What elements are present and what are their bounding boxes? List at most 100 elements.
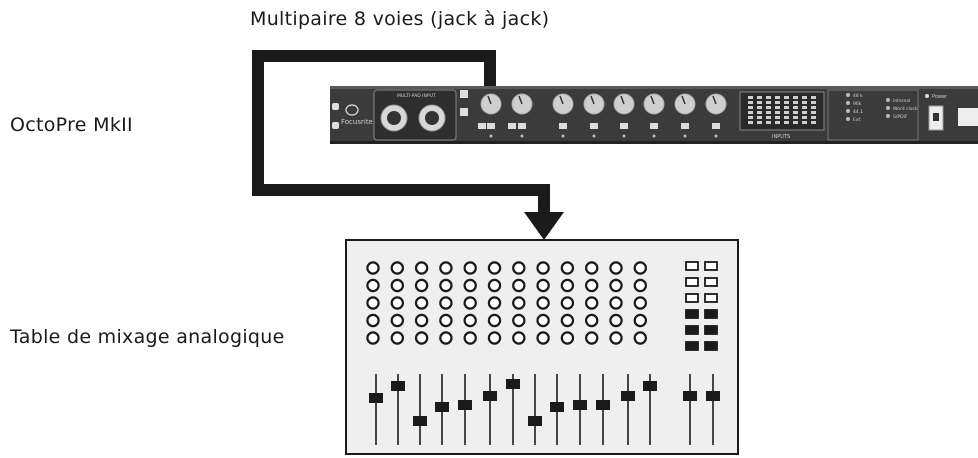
meter-segment: [775, 111, 780, 114]
fader-cap-icon: [506, 379, 520, 389]
mixer-knob-icon: [463, 313, 477, 328]
rack-top-edge: [330, 86, 978, 89]
device-label: OctoPre MkII: [10, 114, 133, 136]
mixer-meter-block: [685, 309, 699, 319]
sync-led: [846, 101, 850, 105]
mixer-knob-icon: [512, 331, 526, 345]
mixer-knob-icon: [414, 313, 429, 328]
mixer-knob-icon: [487, 313, 502, 328]
knob-pointer: [712, 95, 717, 105]
meter-segment: [766, 116, 771, 119]
meter-segment: [748, 96, 753, 99]
mixer-meter-block: [685, 277, 699, 287]
meter-segment: [811, 96, 816, 99]
meter-segment: [757, 101, 762, 104]
mixer-knob-icon: [585, 261, 599, 275]
meter-segment: [793, 116, 798, 119]
mixer-knob-icon: [585, 278, 599, 293]
mixer-knob-icon: [536, 331, 550, 345]
mixer-knob-icon: [390, 261, 404, 275]
switch-button: [460, 108, 468, 116]
mixer-knob-icon: [633, 261, 648, 275]
meter-segment: [793, 106, 798, 109]
mixer-meter-block: [685, 341, 699, 351]
meter-segment: [766, 121, 771, 124]
rack-ear-hole: [332, 103, 339, 110]
mixer-knob-icon: [512, 261, 526, 275]
meter-segment: [802, 111, 807, 114]
knob-pointer: [487, 95, 492, 105]
channel-button: [487, 123, 495, 129]
meter-segment: [775, 116, 780, 119]
mixer-knob-icon: [633, 331, 648, 345]
sync-led: [846, 109, 850, 113]
fader-cap-icon: [528, 416, 542, 426]
mixer-knob-icon: [414, 278, 429, 293]
fader-cap-icon: [596, 400, 610, 410]
mixer-knob-icon: [536, 278, 550, 293]
clock-option-label: S/PDIF: [893, 114, 908, 120]
rack-bottom-edge: [330, 141, 978, 144]
meter-segment: [784, 121, 789, 124]
meter-segment: [766, 101, 771, 104]
meter-segment: [802, 106, 807, 109]
meter-segment: [757, 96, 762, 99]
mixer-knob-icon: [366, 296, 380, 310]
meter-segment: [766, 106, 771, 109]
meter-segment: [775, 106, 780, 109]
clock-led: [886, 106, 890, 110]
meter-segment: [748, 121, 753, 124]
mixer-knob-icon: [512, 313, 526, 328]
clock-led: [886, 98, 890, 102]
mixer-knob-icon: [439, 278, 453, 293]
mixer-knob-icon: [633, 296, 648, 310]
meter-segment: [784, 101, 789, 104]
meter-segment: [784, 116, 789, 119]
meter-segment: [802, 96, 807, 99]
meter-segment: [793, 96, 798, 99]
meter-segment: [766, 111, 771, 114]
meter-segment: [811, 116, 816, 119]
mixer-knob-icon: [560, 331, 575, 345]
channel-led: [489, 134, 493, 138]
mixer-knob-icon: [487, 296, 502, 310]
mixer-knob-icon: [609, 261, 623, 275]
mixer-knob-icon: [585, 313, 599, 328]
sync-led: [846, 93, 850, 97]
channel-led: [520, 134, 524, 138]
combo-jack-center: [387, 111, 401, 125]
mixer-meter-block: [704, 293, 718, 303]
channel-led: [652, 134, 656, 138]
channel-button: [620, 123, 628, 129]
mixer-knob-icon: [487, 261, 502, 275]
meter-segment: [793, 101, 798, 104]
mixer-knob-icon: [414, 261, 429, 275]
cable-label: Multipaire 8 voies (jack à jack): [250, 8, 550, 30]
mixer-knob-icon: [414, 331, 429, 345]
meter-segment: [748, 101, 753, 104]
meter-segment: [793, 111, 798, 114]
mixer-knob-icon: [439, 296, 453, 310]
channel-button: [559, 123, 567, 129]
clock-section: [827, 89, 919, 141]
mixer-knob-icon: [463, 261, 477, 275]
mixer-knob-icon: [609, 278, 623, 293]
mixer-meter-block: [685, 325, 699, 335]
meter-segment: [784, 96, 789, 99]
mixer-meter-block: [704, 325, 718, 335]
meter-segment: [748, 106, 753, 109]
arrow-head-icon: [524, 212, 564, 240]
mixer-knob-icon: [366, 261, 380, 275]
sync-option-label: 48 k: [853, 93, 863, 99]
channel-led: [714, 134, 718, 138]
mixer-knob-icon: [633, 278, 648, 293]
mixer-knob-icon: [512, 296, 526, 310]
mixer-knob-icon: [633, 313, 648, 328]
analog-mixer: [345, 239, 739, 455]
focusrite-logo-icon: [345, 104, 359, 116]
power-led: [925, 94, 929, 98]
sync-option-label: 96k: [853, 101, 862, 107]
mixer-meter-block: [704, 341, 718, 351]
switch-button: [460, 90, 468, 98]
mixer-knob-icon: [414, 296, 429, 310]
